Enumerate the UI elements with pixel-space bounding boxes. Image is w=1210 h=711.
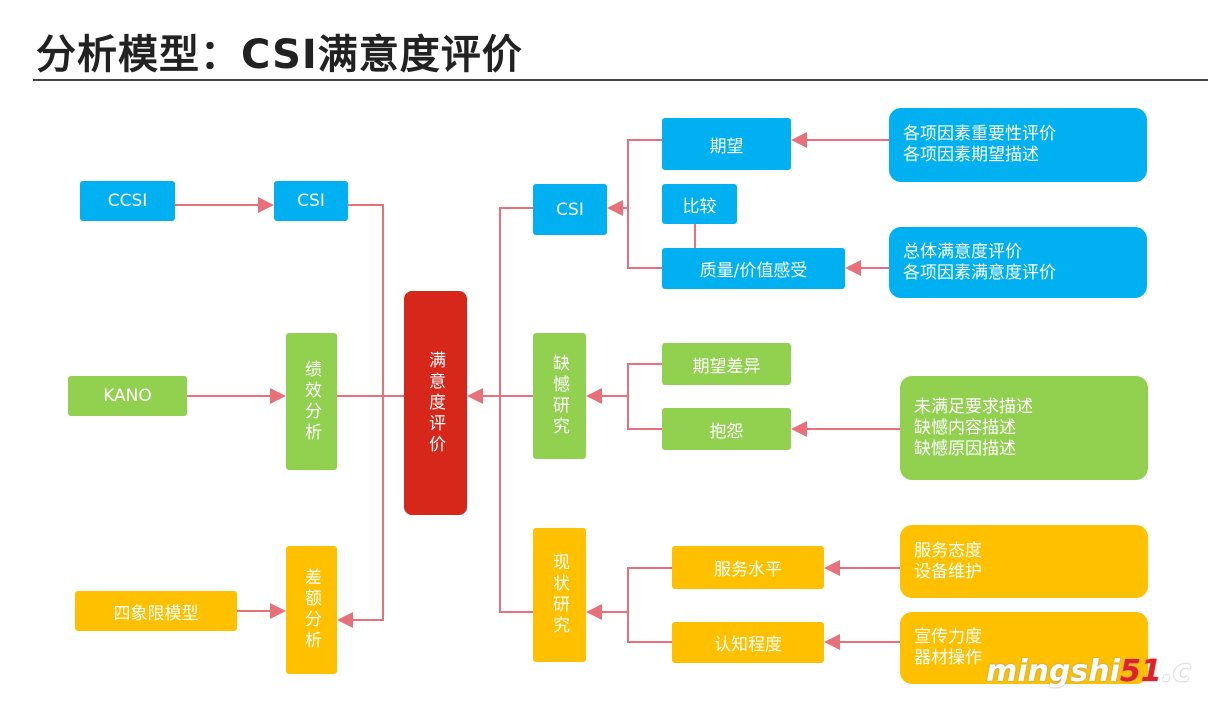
expectation-gap-box: 期望差异 xyxy=(662,343,791,385)
service-detail-box: 服务态度 设备维护 xyxy=(900,525,1148,598)
gap-analysis-box: 差额分析 xyxy=(286,546,337,674)
kano-box: KANO xyxy=(68,376,187,416)
regret-research-box: 缺憾研究 xyxy=(533,333,586,459)
satisfaction-evaluation-box: 满意度评价 xyxy=(404,291,467,515)
csi-left-box: CSI xyxy=(274,181,348,221)
complaint-box: 抱怨 xyxy=(662,408,791,450)
quality-detail-box: 总体满意度评价 各项因素满意度评价 xyxy=(889,227,1147,298)
comparison-box: 比较 xyxy=(662,184,737,224)
page-title: 分析模型：CSI满意度评价 xyxy=(36,32,523,78)
expectation-box: 期望 xyxy=(662,118,791,170)
watermark-accent: 51 xyxy=(1119,654,1162,689)
quadrant-model-box: 四象限模型 xyxy=(75,591,237,631)
ccsi-box: CCSI xyxy=(80,181,175,221)
performance-analysis-box: 绩效分析 xyxy=(286,333,337,470)
watermark-text: mingshi xyxy=(986,654,1120,689)
cognition-level-box: 认知程度 xyxy=(672,622,824,663)
watermark-suffix: .c xyxy=(1161,654,1191,689)
watermark: mingshi51.c xyxy=(986,654,1191,689)
quality-value-box: 质量/价值感受 xyxy=(662,248,845,289)
connector xyxy=(337,204,384,628)
complaint-detail-box: 未满足要求描述 缺憾内容描述 缺憾原因描述 xyxy=(900,376,1148,480)
csi-right-box: CSI xyxy=(533,184,607,235)
connector xyxy=(627,567,672,643)
connector xyxy=(499,207,533,613)
service-level-box: 服务水平 xyxy=(672,546,824,589)
connector xyxy=(627,139,662,269)
expectation-detail-box: 各项因素重要性评价 各项因素期望描述 xyxy=(889,108,1147,182)
connector xyxy=(627,363,662,430)
title-divider xyxy=(33,79,1208,81)
cognition-detail-box: 宣传力度 器材操作 xyxy=(900,612,1148,684)
status-research-box: 现状研究 xyxy=(533,528,586,662)
